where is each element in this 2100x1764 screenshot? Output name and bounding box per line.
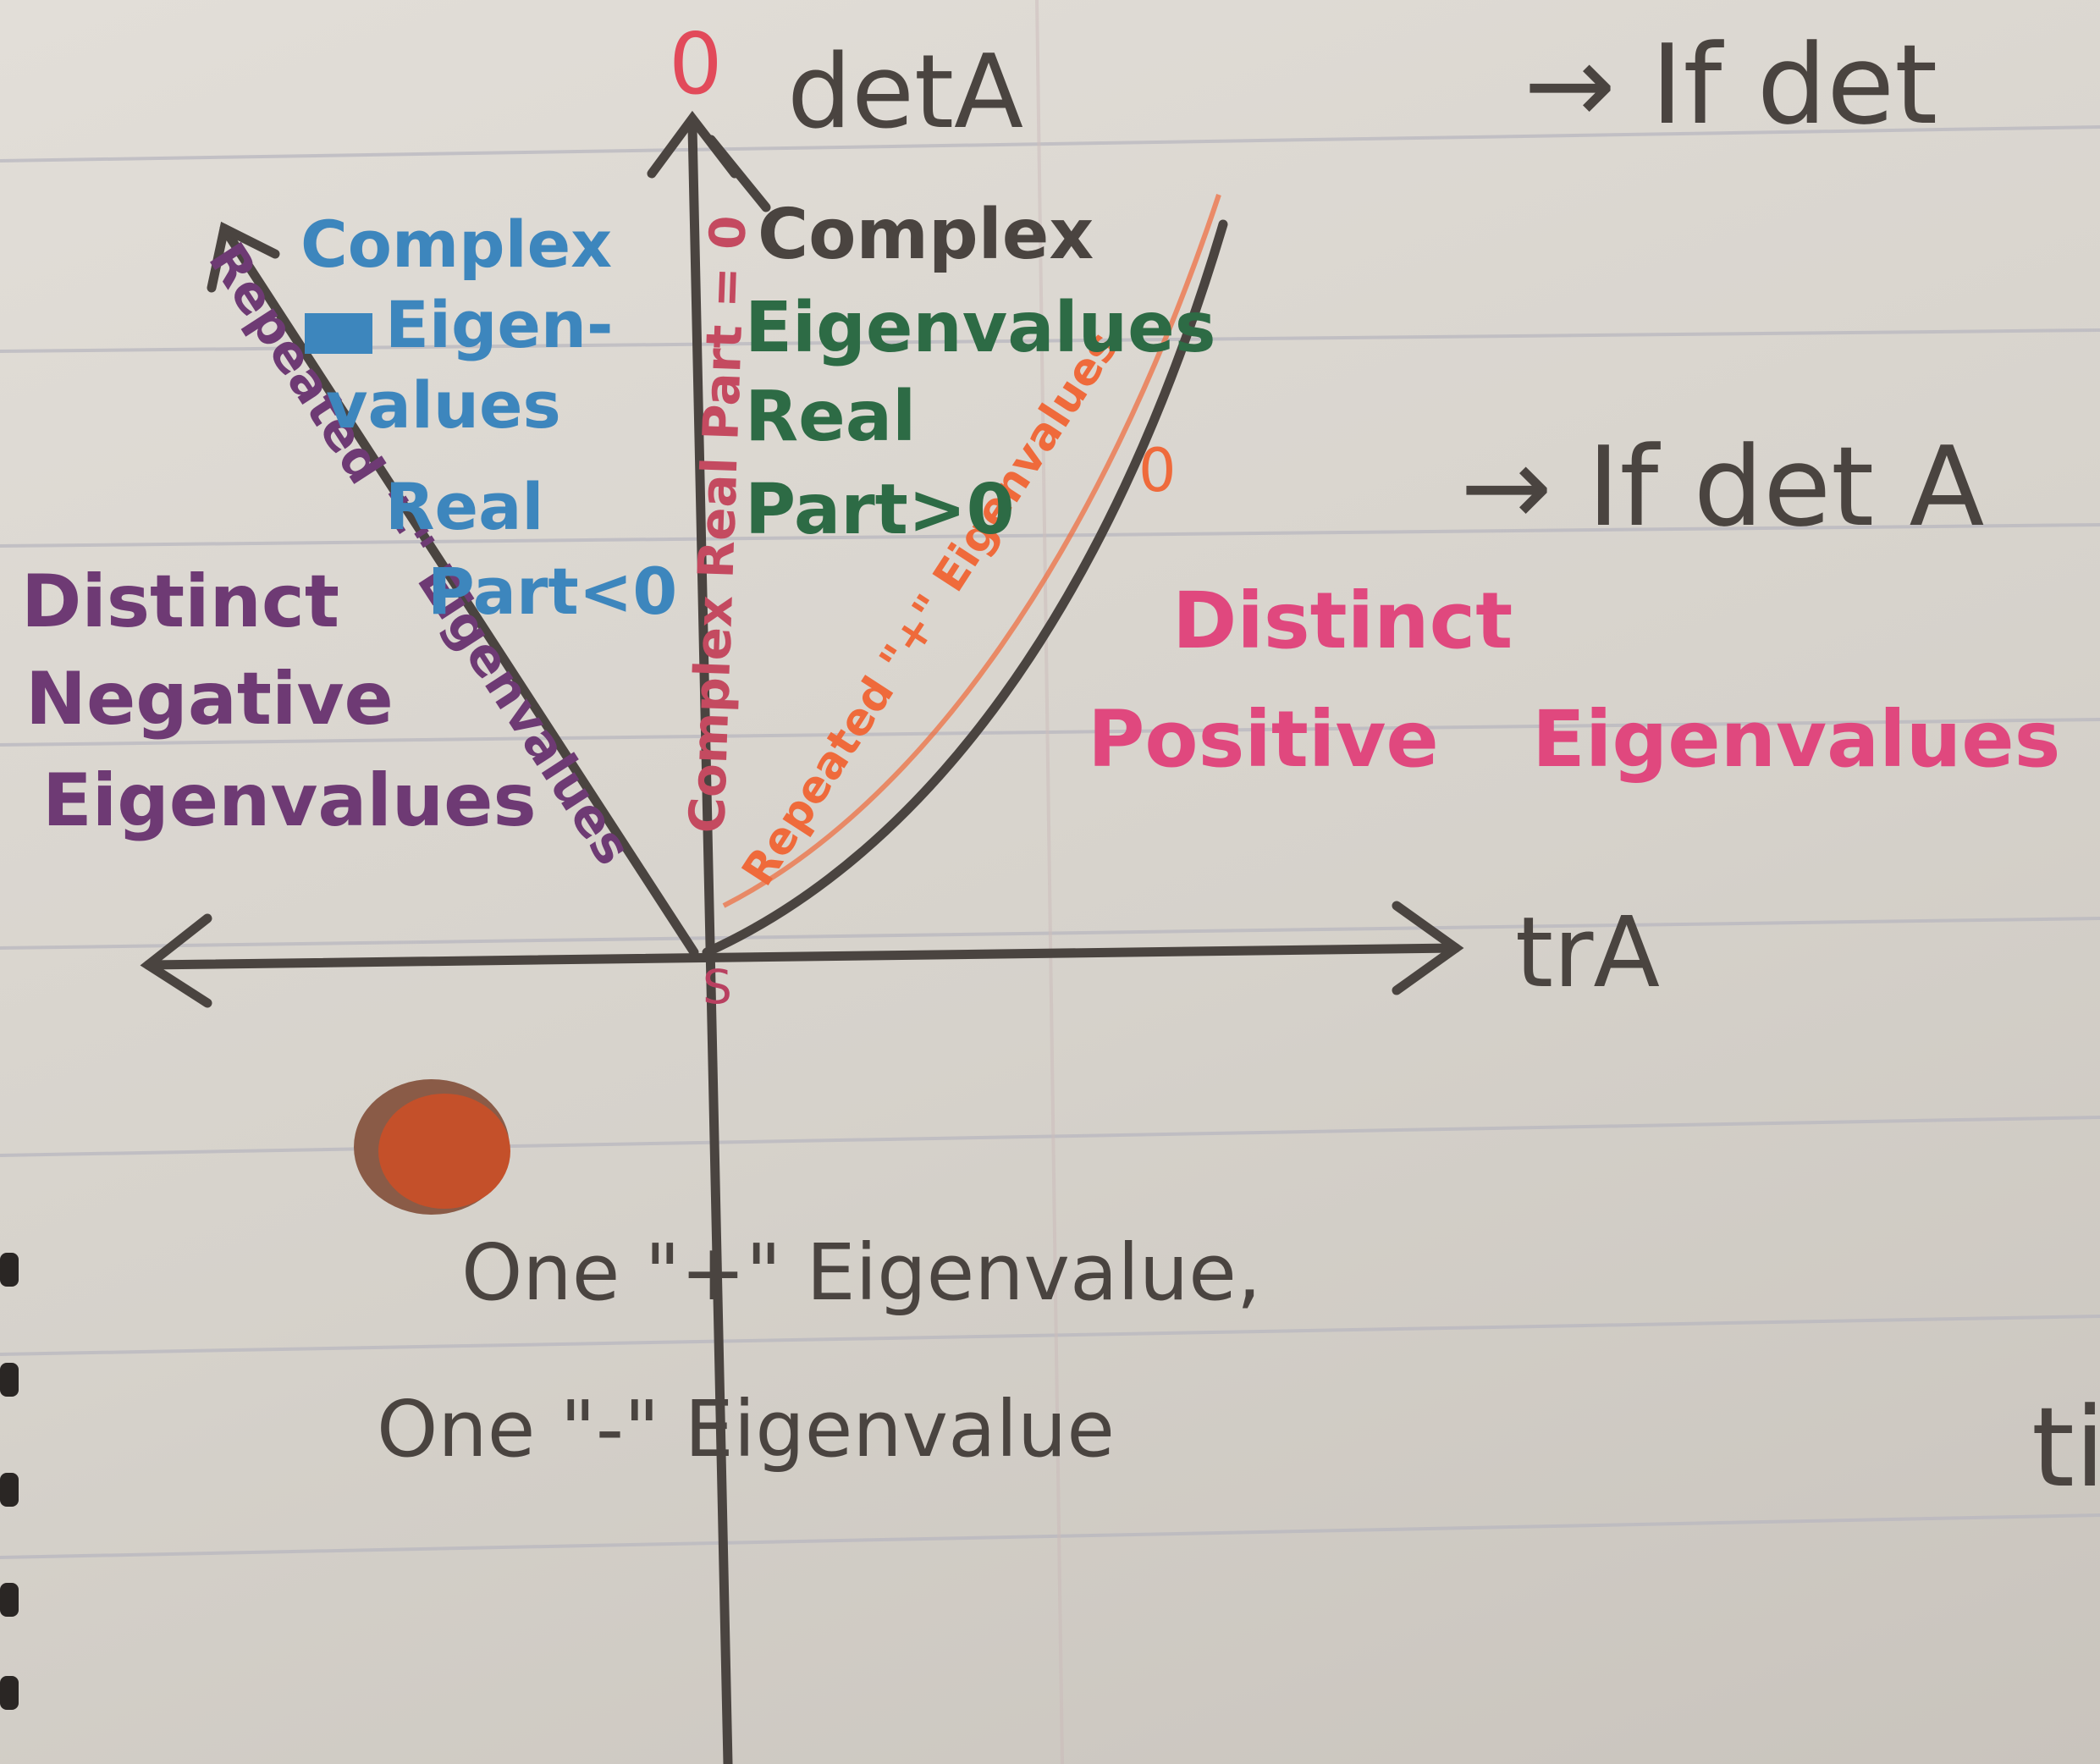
horizontal-axis-left-arrow <box>140 913 212 1008</box>
vertical-top-mark: 0 <box>669 14 723 113</box>
distinct-pos-line-2: Positive <box>1088 694 1439 785</box>
complex-pos-line-2: Eigenvalues <box>745 288 1216 368</box>
scribble-mark <box>305 313 372 354</box>
complex-neg-line-5: Part<0 <box>427 554 677 629</box>
origin-mark: S <box>703 960 732 1014</box>
side-note-fragment: ti <box>2031 1383 2100 1512</box>
parabola-curve <box>702 219 1228 957</box>
complex-pos-line-4: Part>0 <box>745 470 1015 550</box>
saddle-line-2: One "-" Eigenvalue <box>377 1384 1115 1475</box>
horizontal-axis-label: trA <box>1515 896 1660 1010</box>
saddle-line-1: One "+" Eigenvalue, <box>461 1227 1261 1318</box>
horizontal-axis-right-arrow <box>1392 901 1464 995</box>
parabola-end-mark: 0 <box>1138 436 1177 505</box>
region-complex-positive: Complex Eigenvalues Real Part>0 <box>745 195 1216 550</box>
complex-neg-line-1: Complex <box>300 207 612 282</box>
side-note-1: → If det <box>1524 20 1937 149</box>
region-distinct-positive: Distinct Positive Eigenvalues <box>1088 576 2060 785</box>
distinct-neg-line-2: Negative <box>25 657 394 741</box>
complex-neg-line-2: Eigen- <box>385 287 614 362</box>
distinct-neg-line-3: Eigenvalues <box>42 758 537 843</box>
distinct-pos-line-3: Eigenvalues <box>1532 694 2060 785</box>
complex-neg-line-4: Real <box>385 469 543 544</box>
distinct-pos-line-1: Distinct <box>1172 576 1513 666</box>
complex-neg-line-3: values <box>326 367 561 443</box>
left-diagonal-line <box>219 223 699 957</box>
vertical-axis <box>687 122 733 1764</box>
spiral-binding <box>0 1253 19 1710</box>
region-distinct-negative: Distinct Negative Eigenvalues <box>21 560 537 843</box>
detA-pointer <box>706 135 771 212</box>
axes <box>140 110 1464 1764</box>
region-saddle: One "+" Eigenvalue, One "-" Eigenvalue <box>377 1227 1261 1475</box>
region-complex-negative: Complex Eigen- values Real Part<0 <box>300 207 677 629</box>
complex-pos-line-3: Real <box>745 377 916 457</box>
side-note-2: → If det A <box>1460 422 1984 551</box>
complex-pos-line-1: Complex <box>758 195 1094 275</box>
distinct-neg-line-1: Distinct <box>21 560 339 644</box>
left-diagonal-arrow <box>207 221 280 293</box>
parabola-orange-trace <box>722 194 1221 908</box>
horizontal-axis <box>143 943 1461 970</box>
binder-hole-inner <box>378 1094 510 1209</box>
side-notes: → If det → If det A ti <box>1460 20 2100 1512</box>
vertical-axis-label: detA <box>787 34 1023 152</box>
